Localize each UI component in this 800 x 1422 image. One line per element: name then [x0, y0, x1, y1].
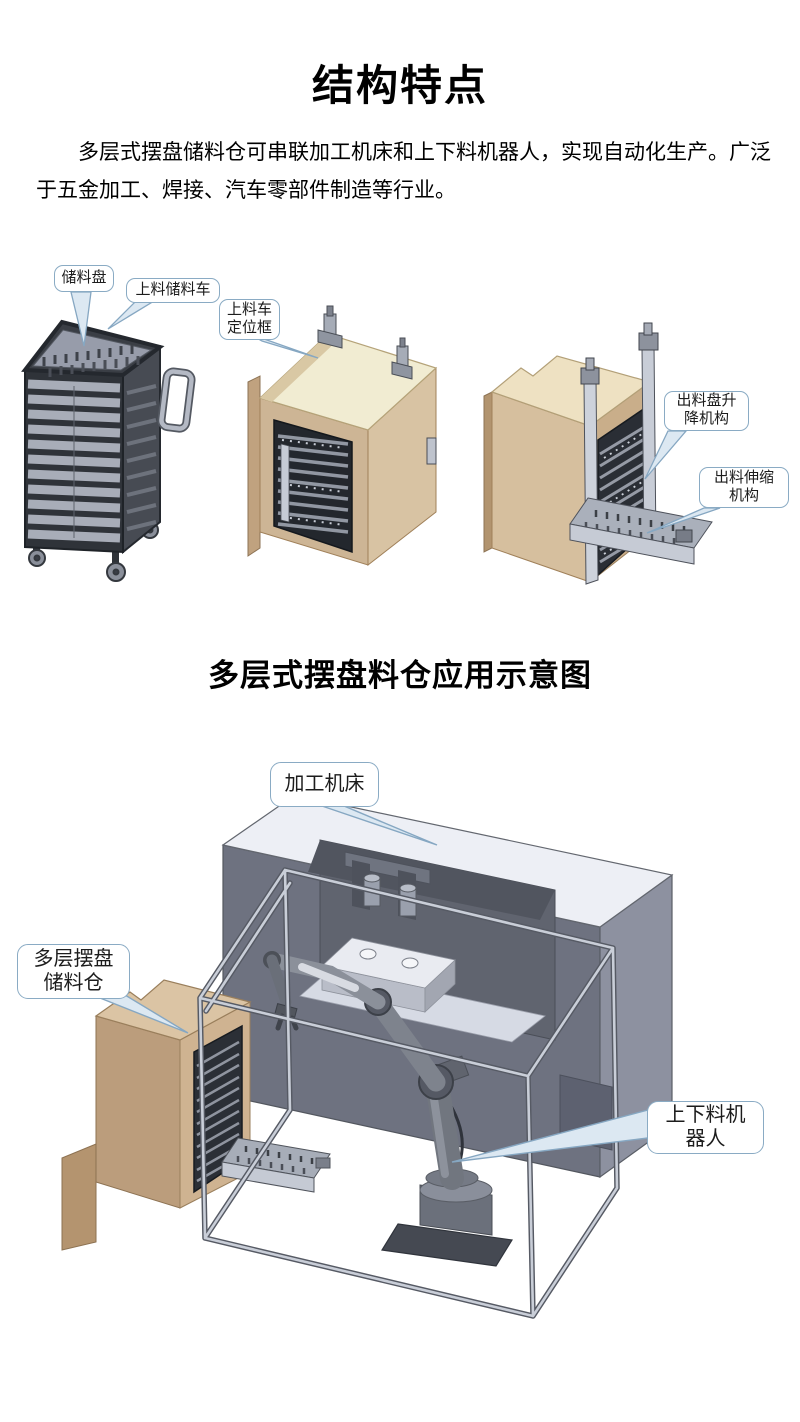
intro-line-1: 多层式摆盘储料仓可串联加工机床和上下料机器人，实现自动化生产。广泛	[78, 140, 771, 164]
figure2-leader-lines	[97, 805, 649, 1163]
callout-storage-magazine: 多层摆盘 储料仓	[17, 944, 130, 999]
page-title: 结构特点	[311, 62, 488, 109]
callout-machine-tool: 加工机床	[270, 762, 379, 807]
leader-telescopic-mechanism	[646, 507, 721, 534]
figure2-svg	[61, 794, 674, 1319]
callout-robot: 上下料机 器人	[647, 1101, 764, 1154]
positioning-frame-illustration	[247, 305, 438, 567]
intro-paragraph: 多层式摆盘储料仓可串联加工机床和上下料机器人，实现自动化生产。广泛 于五金加工、…	[36, 133, 793, 209]
leader-lift-mechanism	[644, 430, 688, 480]
figure2-application-illustration	[0, 730, 800, 1422]
discharge-magazine-illustration	[483, 322, 713, 585]
callout-telescopic-mechanism: 出料伸缩 机构	[699, 467, 789, 508]
figure1-svg	[21, 291, 721, 585]
storage-magazine-illustration	[61, 979, 331, 1251]
callout-lift-mechanism: 出料盘升 降机构	[664, 391, 749, 431]
storage-cart-illustration	[21, 319, 196, 582]
callout-loading-cart: 上料储料车	[126, 278, 220, 303]
safety-cage-frame	[197, 867, 620, 1319]
callout-positioning-frame: 上料车 定位框	[219, 299, 280, 340]
figure-caption: 多层式摆盘料仓应用示意图	[208, 658, 592, 693]
leader-storage-tray	[70, 291, 92, 347]
intro-line-2: 于五金加工、焊接、汽车零部件制造等行业。	[36, 178, 456, 202]
leader-loading-cart	[107, 300, 157, 330]
figure1-structure-illustration	[0, 230, 800, 650]
callout-storage-tray: 储料盘	[54, 265, 114, 292]
